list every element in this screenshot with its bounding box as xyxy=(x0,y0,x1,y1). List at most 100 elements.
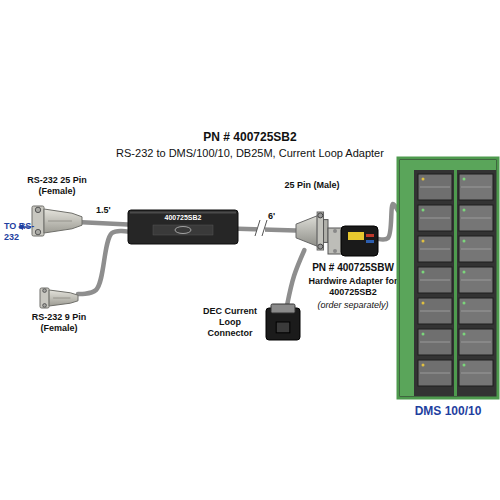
shelf-card-lines xyxy=(461,311,491,312)
part-description: Hardwire Adapter for 400725SB2 xyxy=(308,276,398,298)
adapter-screw xyxy=(333,249,337,253)
db25-male-connector: 25 Pin (Male) xyxy=(296,212,328,250)
shelf-panel xyxy=(459,329,493,355)
dec-connector: DEC Current Loop Connector xyxy=(266,304,300,340)
connector-screw xyxy=(43,304,47,308)
shelf-panel xyxy=(459,360,493,386)
shelf-panel xyxy=(459,298,493,324)
status-light xyxy=(422,178,425,181)
shelf-panel xyxy=(459,236,493,262)
cabinet-shelf xyxy=(418,329,493,355)
adapter-logo xyxy=(175,227,191,234)
shelf-card-lines xyxy=(420,311,450,312)
shelf-card-lines xyxy=(461,218,491,219)
connector-hood xyxy=(49,290,78,306)
shelf-card-lines xyxy=(420,280,450,281)
part-label: DEC Current Loop Connector xyxy=(198,306,262,338)
adapter-screw xyxy=(333,229,337,233)
shelf-card-lines xyxy=(461,342,491,343)
shelf-card-lines xyxy=(420,342,450,343)
shelf-panel xyxy=(418,360,452,386)
status-light xyxy=(463,333,466,336)
cable-length: 1.5' xyxy=(96,205,111,216)
db25-male-connector-outline xyxy=(296,212,328,250)
shelf-card-lines xyxy=(461,187,491,188)
connector-hood xyxy=(44,209,82,233)
cabinet-shelf xyxy=(418,174,493,200)
shelf-panel xyxy=(418,329,452,355)
adapter-wire-blue xyxy=(366,240,374,243)
dec-connector-outline xyxy=(266,304,300,340)
db25-female-connector: RS-232 25 Pin (Female) xyxy=(32,206,82,236)
shelf-panel xyxy=(418,236,452,262)
connector-hood xyxy=(296,216,317,246)
cable-length: 6' xyxy=(268,211,275,222)
adapter-body xyxy=(128,210,238,244)
cabinet-shelf xyxy=(418,236,493,262)
status-light xyxy=(463,240,466,243)
cabinet-side-panel xyxy=(400,160,414,396)
cabinet-post xyxy=(454,170,457,396)
cabinet-frame xyxy=(398,158,498,398)
status-light xyxy=(422,240,425,243)
cable xyxy=(82,222,128,224)
cabinet-shelf xyxy=(418,205,493,231)
cabinet-shelf xyxy=(418,298,493,324)
shelf-panel xyxy=(418,205,452,231)
hardwire-adapter: PN # 400725SBWHardwire Adapter for 40072… xyxy=(328,226,378,256)
part-description: (order separately) xyxy=(308,300,398,311)
diagram-title: PN # 400725SB2 xyxy=(0,130,500,144)
connector-flange xyxy=(40,288,49,308)
shelf-card-lines xyxy=(420,249,450,250)
status-light xyxy=(422,209,425,212)
shelf-card-lines xyxy=(420,373,450,374)
part-label: 400725SB2 xyxy=(128,214,238,222)
hood-ridge xyxy=(48,221,72,222)
status-light xyxy=(422,364,425,367)
shelf-panel xyxy=(418,267,452,293)
part-label: 25 Pin (Male) xyxy=(282,180,342,191)
connector-flange xyxy=(32,206,44,236)
connector-screw xyxy=(35,229,40,234)
part-label: DMS 100/10 xyxy=(398,404,498,418)
status-light xyxy=(463,178,466,181)
status-light xyxy=(422,302,425,305)
cabinet-shelf xyxy=(418,360,493,386)
status-light xyxy=(463,271,466,274)
connector-pins xyxy=(324,220,328,243)
adapter-wire-red xyxy=(366,234,374,237)
shelf-panel xyxy=(418,174,452,200)
dms-cabinet: DMS 100/10 xyxy=(398,158,498,398)
hood-ridge xyxy=(53,298,70,299)
shelf-card-lines xyxy=(461,249,491,250)
status-light xyxy=(463,302,466,305)
hardwire-adapter-outline xyxy=(328,226,378,256)
connector-screw xyxy=(318,213,323,218)
dec-latch xyxy=(276,322,290,333)
cable-break-gap xyxy=(257,220,265,236)
cable xyxy=(287,250,304,304)
part-label: RS-232 9 Pin (Female) xyxy=(28,312,90,334)
cable xyxy=(238,229,296,231)
adapter-label xyxy=(348,232,364,240)
status-light xyxy=(422,271,425,274)
dec-face xyxy=(271,304,295,313)
cable-break-mark xyxy=(255,220,260,236)
shelf-panel xyxy=(459,174,493,200)
db9-female-connector-outline xyxy=(40,288,78,308)
adapter-metal-end xyxy=(328,228,342,254)
status-light xyxy=(463,209,466,212)
db9-female-connector: RS-232 9 Pin (Female) xyxy=(40,288,78,308)
part-label: PN # 400725SBW xyxy=(308,262,398,274)
cable-break-mark xyxy=(262,220,267,236)
db25-female-connector-outline xyxy=(32,206,82,236)
shelf-card-lines xyxy=(461,373,491,374)
shelf-panel xyxy=(418,298,452,324)
adapter-box: 400725SB2 xyxy=(128,210,238,244)
adapter-label-plate xyxy=(153,225,213,235)
shelf-panel xyxy=(459,205,493,231)
connector-screw xyxy=(318,244,323,249)
shelf-card-lines xyxy=(420,187,450,188)
cable xyxy=(78,231,128,294)
